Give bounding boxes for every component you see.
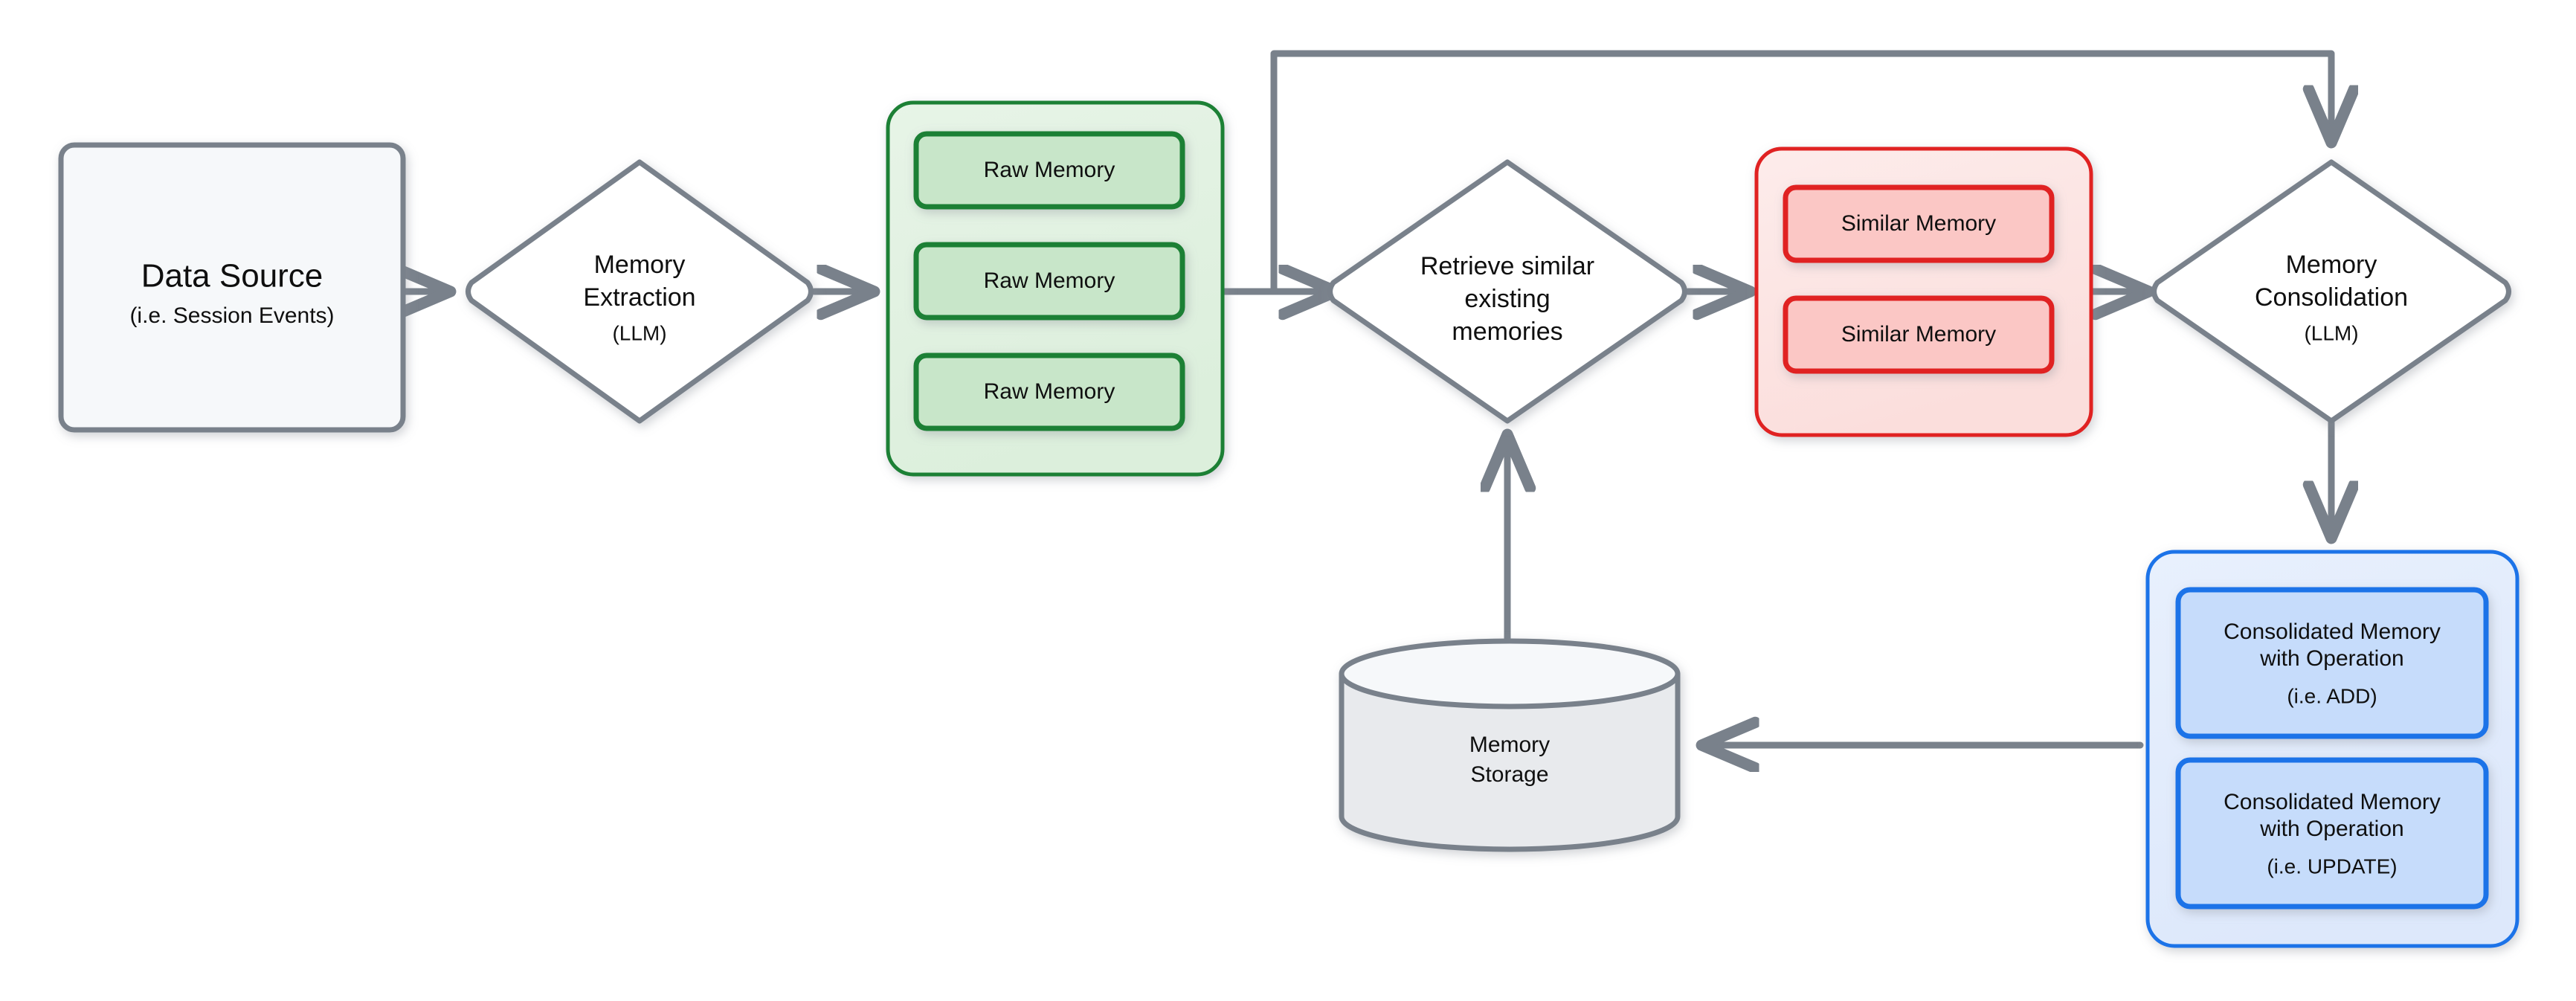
consolidated-memory-item-label-line2: with Operation	[2259, 646, 2403, 671]
memory-extraction-label-line1: Memory	[594, 251, 686, 279]
node-memory-storage[interactable]: Memory Storage	[1339, 638, 1681, 852]
memory-extraction-sublabel: (LLM)	[612, 321, 666, 344]
raw-memory-item-box[interactable]	[913, 242, 1185, 321]
raw-memory-item[interactable]: Raw Memory	[913, 131, 1185, 210]
similar-memory-item-label: Similar Memory	[1841, 211, 1996, 236]
data-source-sublabel: (i.e. Session Events)	[129, 303, 334, 328]
similar-memory-item-box[interactable]	[1783, 295, 2055, 374]
memory-consolidation-diamond[interactable]	[2151, 159, 2511, 424]
memory-extraction-diamond[interactable]	[466, 159, 814, 424]
node-consolidated-memory-group[interactable]: Consolidated Memory with Operation (i.e.…	[2145, 550, 2519, 948]
memory-storage-cylinder-body[interactable]	[1339, 671, 1681, 852]
memory-extraction-label-line2: Extraction	[583, 283, 695, 312]
consolidated-memory-item[interactable]: Consolidated Memory with Operation (i.e.…	[2175, 757, 2489, 910]
consolidated-memory-item-sublabel: (i.e. UPDATE)	[2267, 854, 2397, 878]
raw-memory-item-label: Raw Memory	[984, 158, 1115, 182]
edge-raw-memory-to-consolidation-feedback	[1270, 50, 2331, 295]
raw-memory-item-box[interactable]	[913, 353, 1185, 431]
similar-memory-item-box[interactable]	[1783, 184, 2055, 263]
retrieve-similar-diamond[interactable]	[1327, 159, 1687, 424]
similar-memory-item[interactable]: Similar Memory	[1783, 295, 2055, 374]
node-raw-memory-group[interactable]: Raw Memory Raw Memory Raw Memory	[886, 100, 1225, 477]
memory-consolidation-label-line1: Memory	[2286, 251, 2377, 279]
raw-memory-item-label: Raw Memory	[984, 379, 1115, 404]
node-retrieve-similar-memories[interactable]: Retrieve similar existing memories	[1327, 159, 1687, 424]
consolidated-memory-item-label-line2: with Operation	[2259, 817, 2403, 841]
raw-memory-item[interactable]: Raw Memory	[913, 242, 1185, 321]
raw-memory-item-label: Raw Memory	[984, 268, 1115, 293]
retrieve-similar-label-line2: existing	[1464, 285, 1550, 313]
retrieve-similar-label-line1: Retrieve similar	[1420, 252, 1594, 280]
retrieve-similar-label-line3: memories	[1452, 318, 1562, 346]
node-memory-consolidation[interactable]: Memory Consolidation (LLM)	[2151, 159, 2511, 424]
consolidated-memory-item-box[interactable]	[2175, 587, 2489, 739]
memory-consolidation-sublabel: (LLM)	[2304, 321, 2358, 344]
consolidated-memory-item[interactable]: Consolidated Memory with Operation (i.e.…	[2175, 587, 2489, 739]
consolidated-memory-item-sublabel: (i.e. ADD)	[2287, 684, 2377, 707]
node-similar-memory-group[interactable]: Similar Memory Similar Memory	[1754, 147, 2093, 437]
consolidated-memory-item-label-line1: Consolidated Memory	[2224, 790, 2441, 814]
node-data-source[interactable]: Data Source (i.e. Session Events)	[58, 142, 406, 433]
memory-storage-label-line1: Memory	[1469, 733, 1550, 757]
similar-memory-item[interactable]: Similar Memory	[1783, 184, 2055, 263]
data-source-label: Data Source	[141, 258, 323, 294]
raw-memory-item-box[interactable]	[913, 131, 1185, 210]
memory-storage-cylinder-top	[1339, 638, 1681, 709]
similar-memory-item-label: Similar Memory	[1841, 322, 1996, 347]
data-source-box[interactable]	[58, 142, 406, 433]
node-memory-extraction[interactable]: Memory Extraction (LLM)	[466, 159, 814, 424]
consolidated-memory-item-box[interactable]	[2175, 757, 2489, 910]
memory-storage-label-line2: Storage	[1470, 762, 1548, 787]
consolidated-memory-item-label-line1: Consolidated Memory	[2224, 619, 2441, 644]
memory-consolidation-label-line2: Consolidation	[2255, 283, 2408, 312]
raw-memory-item[interactable]: Raw Memory	[913, 353, 1185, 431]
